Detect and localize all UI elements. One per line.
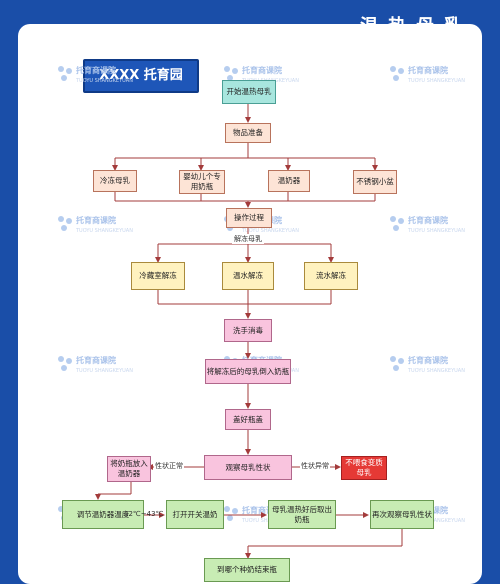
watermark-logo-icon bbox=[58, 356, 74, 372]
node-take-out: 母乳温热好后取出奶瓶 bbox=[268, 500, 336, 529]
node-running-water-thaw: 流水解冻 bbox=[304, 262, 358, 290]
watermark-logo-icon bbox=[390, 66, 406, 82]
node-steel-basin: 不锈钢小盆 bbox=[353, 170, 397, 194]
node-frozen-milk: 冷冻母乳 bbox=[93, 170, 137, 192]
node-wash-hands: 洗手消毒 bbox=[224, 319, 272, 342]
node-fridge-thaw: 冷藏室解冻 bbox=[131, 262, 185, 290]
node-turn-on: 打开开关温奶 bbox=[166, 500, 224, 529]
label-temp: 42℃~43℃ bbox=[124, 510, 164, 518]
watermark-logo-icon bbox=[58, 66, 74, 82]
node-start: 开始温热母乳 bbox=[222, 80, 276, 104]
watermark-logo-icon bbox=[58, 216, 74, 232]
label-abnormal: 性状异常 bbox=[300, 461, 330, 471]
watermark-logo-icon bbox=[390, 356, 406, 372]
node-process: 操作过程 bbox=[226, 208, 272, 228]
node-cap-bottle: 盖好瓶盖 bbox=[225, 409, 271, 430]
watermark-logo-icon bbox=[224, 66, 240, 82]
label-normal: 性状正常 bbox=[154, 461, 184, 471]
node-prep: 物品准备 bbox=[225, 123, 271, 143]
node-check-again: 再次观察母乳性状 bbox=[370, 500, 434, 529]
flow-connectors bbox=[95, 104, 403, 559]
node-put-in-warmer: 将奶瓶放入温奶器 bbox=[107, 456, 151, 482]
node-abnormal-action: 不喂食变质母乳 bbox=[341, 456, 387, 480]
node-pour-milk: 将解冻后的母乳倒入奶瓶 bbox=[205, 359, 291, 384]
node-baby-bottle: 婴幼儿个专用奶瓶 bbox=[179, 170, 225, 194]
label-thaw: 解冻母乳 bbox=[232, 234, 264, 244]
watermark-logo-icon bbox=[224, 506, 240, 522]
node-adjust-temp: 调节温奶器温度 bbox=[62, 500, 144, 529]
node-warmer: 温奶器 bbox=[268, 170, 310, 192]
node-bottom: 到哪个种奶结束瓶 bbox=[204, 558, 290, 582]
nursery-badge: XXXX 托育园 bbox=[83, 59, 199, 93]
watermark-logo-icon bbox=[390, 216, 406, 232]
node-observe: 观察母乳性状 bbox=[204, 455, 292, 480]
node-warm-water-thaw: 温水解冻 bbox=[222, 262, 274, 290]
